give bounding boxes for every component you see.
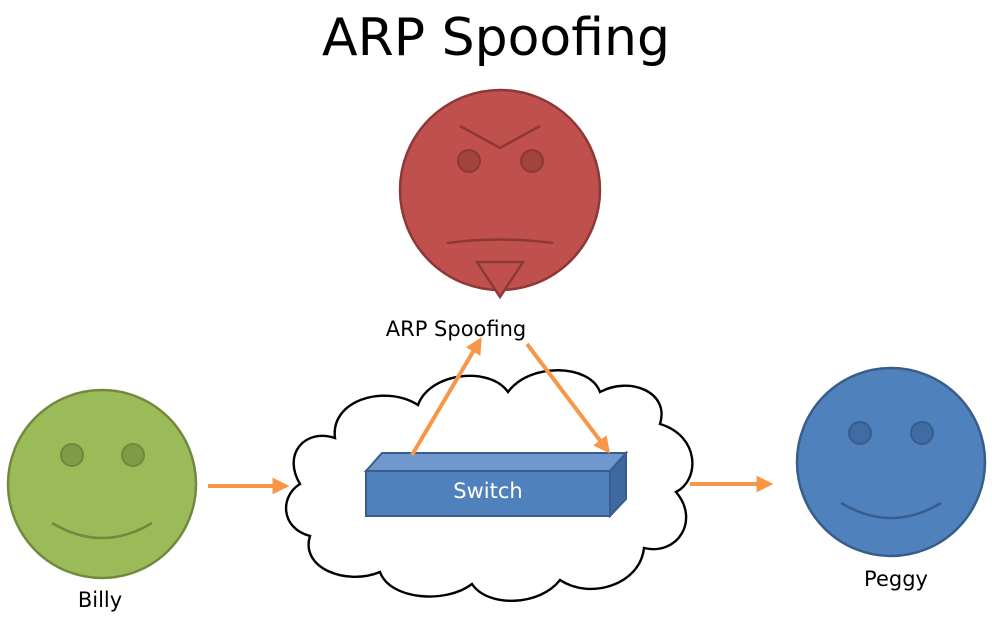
attacker-head (398, 88, 602, 292)
attacker-goatee (474, 260, 526, 300)
billy-right-eye (121, 443, 145, 467)
billy-label: Billy (77, 588, 123, 612)
peggy-head (795, 366, 987, 558)
attacker-left-eye (457, 149, 481, 173)
attacker-label: ARP Spoofing (385, 317, 527, 341)
billy-face (6, 388, 198, 580)
attacker-face (398, 88, 602, 300)
peggy-left-eye (848, 421, 872, 445)
switch-front-face (365, 470, 611, 517)
billy-left-eye (60, 443, 84, 467)
billy-smile (51, 521, 153, 540)
switch-device (363, 450, 629, 519)
peggy-smile (840, 501, 942, 520)
attacker-frown (446, 238, 554, 245)
attacker-angry-brow (459, 124, 541, 150)
peggy-label: Peggy (864, 567, 928, 591)
peggy-right-eye (910, 421, 934, 445)
arrow-attacker-to-switch (525, 342, 611, 454)
attacker-right-eye (520, 149, 544, 173)
diagram-title: ARP Spoofing (322, 8, 670, 68)
peggy-face (795, 366, 987, 558)
arrow-switch-to-attacker (410, 337, 482, 457)
switch-top-face (363, 452, 629, 472)
billy-head (6, 388, 198, 580)
switch-label: Switch (453, 479, 523, 503)
